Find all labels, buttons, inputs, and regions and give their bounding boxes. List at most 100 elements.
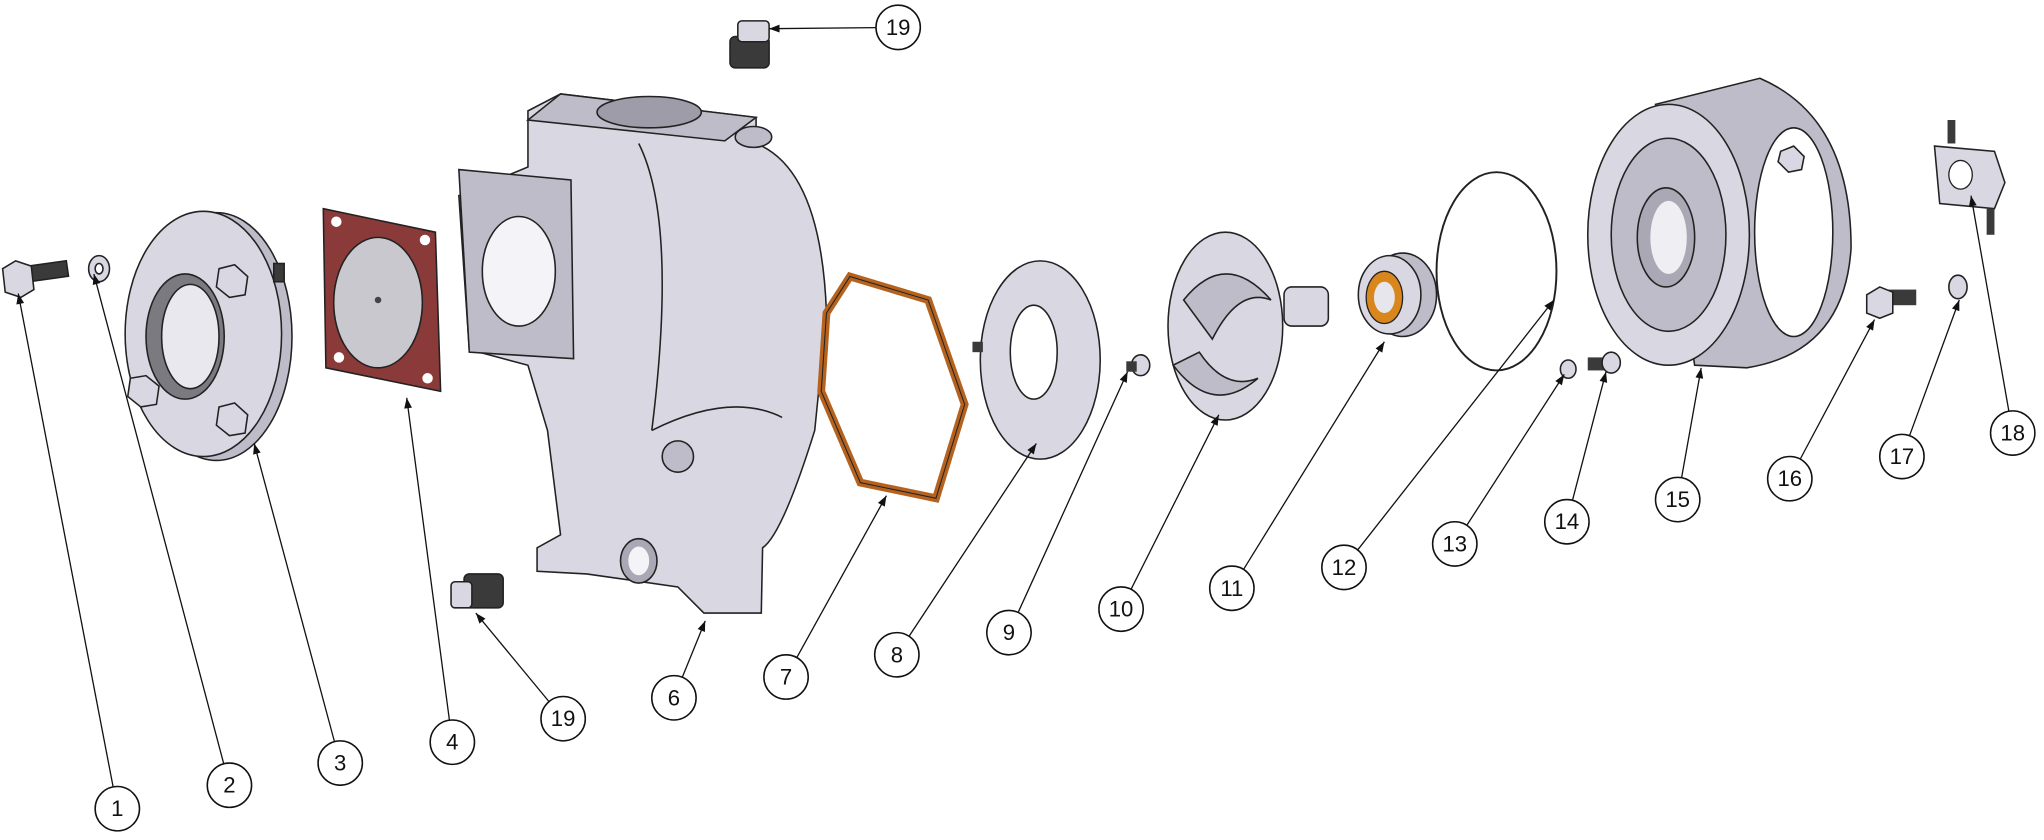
part-3-flange: [124, 210, 293, 462]
leader-arrowhead-7: [877, 495, 887, 507]
balloon-label: 18: [2000, 421, 2025, 446]
balloon-label: 7: [780, 664, 792, 689]
balloon-label: 2: [223, 773, 235, 798]
balloon-circle: [1431, 520, 1478, 567]
leader-arrowhead-16: [1866, 319, 1875, 331]
leader-line-12: [1357, 299, 1555, 551]
balloon-circle: [1543, 498, 1590, 545]
leader-line-17: [1908, 299, 1960, 436]
balloon-circle: [429, 719, 476, 766]
leader-arrowhead-13: [1555, 374, 1565, 386]
balloon-circle: [651, 674, 697, 721]
leader-line-3: [253, 443, 336, 742]
leader-arrowhead-1: [16, 293, 25, 305]
balloon-label: 4: [446, 730, 458, 755]
leader-line-1: [17, 293, 114, 788]
leader-arrowhead-6: [697, 620, 706, 633]
balloon-circle: [1321, 544, 1367, 591]
part-11-seal: [1357, 252, 1438, 338]
leader-line-4: [406, 397, 451, 721]
part-15-bearing-bracket: [1586, 77, 1852, 369]
callout-balloon-18: 18: [1989, 410, 2036, 456]
balloon-circle: [1208, 565, 1255, 612]
callout-balloon-19b: 19: [540, 695, 587, 742]
part-18-clamp: [1933, 120, 2006, 235]
callout-balloon-2: 2: [206, 762, 253, 809]
callout-balloon-4: 4: [429, 719, 476, 766]
part-19-plug-top: [729, 20, 770, 69]
balloon-circle: [1654, 476, 1701, 523]
callout-balloon-8: 8: [873, 631, 920, 678]
balloon-label: 17: [1890, 444, 1915, 469]
callout-balloon-3: 3: [317, 740, 364, 786]
callout-balloon-6: 6: [651, 674, 697, 721]
part-7-gasket: [817, 271, 969, 503]
parts: [1, 20, 2006, 614]
callout-balloon-17: 17: [1878, 433, 1925, 480]
balloon-circle: [986, 609, 1032, 656]
balloon-circle: [763, 654, 809, 700]
leader-line-10: [1130, 414, 1220, 590]
part-19-plug-bottom: [450, 573, 504, 609]
balloon-label: 3: [334, 751, 346, 776]
balloon-circle: [540, 695, 587, 742]
callout-balloon-10: 10: [1098, 586, 1145, 633]
leader-line-7: [796, 495, 887, 658]
part-2-washer: [87, 254, 111, 283]
leader-arrowhead-18: [1968, 195, 1977, 207]
balloon-label: 9: [1003, 620, 1015, 645]
part-16-bolt: [1865, 286, 1917, 320]
balloon-label: 19: [886, 15, 911, 40]
callout-balloon-9: 9: [986, 609, 1032, 656]
callout-balloon-15: 15: [1654, 476, 1701, 523]
part-1-bolt: [1, 259, 70, 299]
leader-line-19a: [769, 26, 877, 30]
part-9-bolt: [1126, 354, 1151, 377]
leader-arrowhead-3: [253, 443, 261, 455]
callout-balloon-7: 7: [763, 654, 809, 700]
leader-arrowhead-4: [404, 397, 412, 409]
balloon-circle: [206, 762, 253, 809]
balloon-circle: [317, 740, 364, 786]
part-13-washer: [1559, 359, 1577, 380]
balloon-label: 10: [1109, 597, 1134, 622]
leader-arrowhead-19b: [475, 613, 486, 624]
balloon-circle: [875, 4, 922, 51]
part-6-pump-casing: [458, 93, 828, 614]
leader-arrowhead-2: [92, 273, 101, 286]
leader-line-8: [908, 443, 1037, 637]
balloon-circle: [1098, 586, 1145, 633]
leader-arrowhead-9: [1119, 371, 1128, 383]
balloon-circle: [873, 631, 920, 678]
balloon-label: 8: [891, 642, 903, 667]
leader-line-19b: [475, 612, 550, 703]
callout-balloon-19a: 19: [875, 4, 922, 51]
balloon-label: 16: [1777, 466, 1802, 491]
leader-arrowhead-12: [1544, 300, 1554, 311]
part-17-washer: [1948, 274, 1968, 300]
balloon-label: 14: [1555, 509, 1580, 534]
balloon-label: 13: [1442, 531, 1467, 556]
balloon-label: 19: [551, 706, 576, 731]
leader-arrowhead-11: [1375, 341, 1385, 353]
leader-line-11: [1242, 341, 1385, 570]
part-10-impeller: [1167, 231, 1330, 421]
leader-arrowhead-19a: [769, 24, 780, 33]
callout-balloon-12: 12: [1321, 544, 1367, 591]
callout-balloon-11: 11: [1208, 565, 1255, 612]
balloon-label: 1: [111, 796, 123, 821]
leader-arrowhead-8: [1027, 443, 1037, 455]
balloon-circle: [94, 785, 141, 832]
balloon-circle: [1878, 433, 1925, 480]
balloon-label: 12: [1332, 555, 1357, 580]
callout-balloon-16: 16: [1766, 455, 1813, 502]
balloon-label: 6: [668, 685, 680, 710]
leader-arrowhead-10: [1210, 414, 1219, 426]
leader-line-16: [1799, 319, 1876, 460]
leader-line-14: [1571, 371, 1607, 501]
leader-line-18: [1970, 195, 2010, 412]
leader-arrowhead-15: [1695, 367, 1704, 379]
part-8-wear-plate: [972, 260, 1101, 460]
